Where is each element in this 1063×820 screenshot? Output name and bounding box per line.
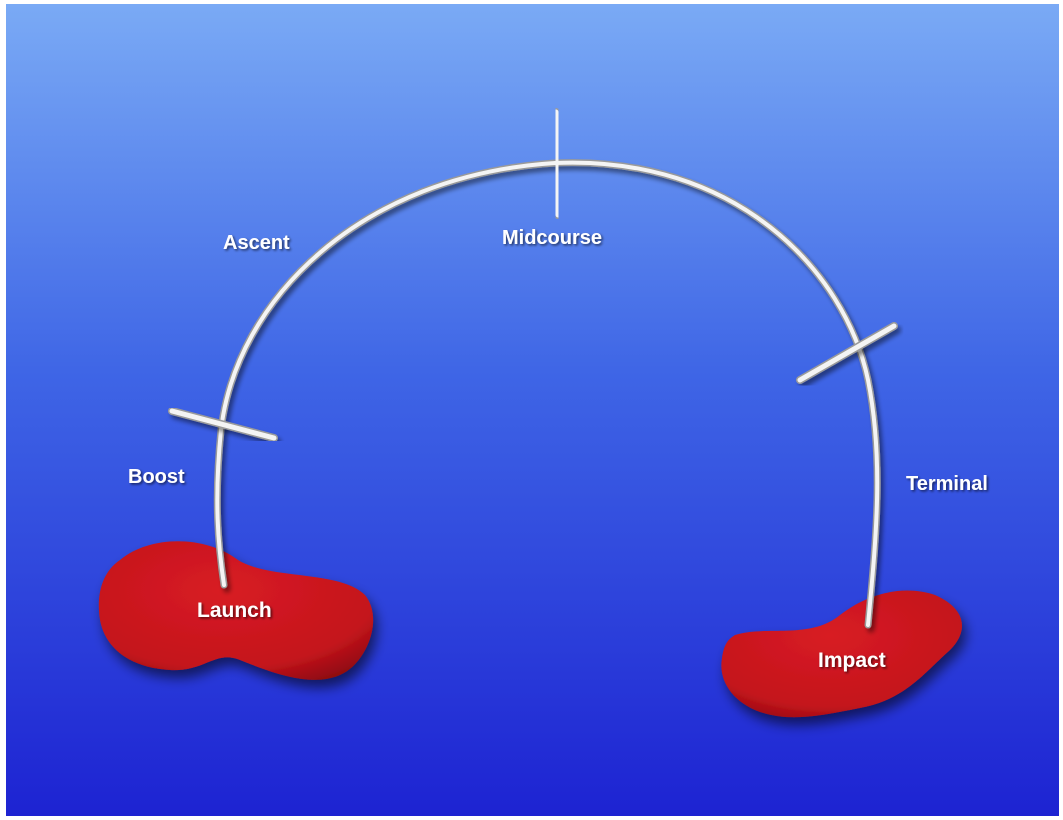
sky-background: [6, 4, 1059, 816]
boost-ascent-tick: [168, 407, 278, 442]
terminal-label: Terminal: [906, 473, 988, 495]
boost-label: Boost: [128, 466, 185, 488]
launch-label: Launch: [197, 599, 272, 622]
impact-label: Impact: [818, 649, 886, 672]
ascent-midcourse-tick: [552, 108, 562, 219]
impact-region: [721, 590, 962, 718]
ascent-label: Ascent: [223, 232, 290, 254]
midcourse-terminal-tick: [796, 322, 898, 384]
launch-region: [98, 541, 374, 680]
midcourse-label: Midcourse: [502, 227, 602, 249]
